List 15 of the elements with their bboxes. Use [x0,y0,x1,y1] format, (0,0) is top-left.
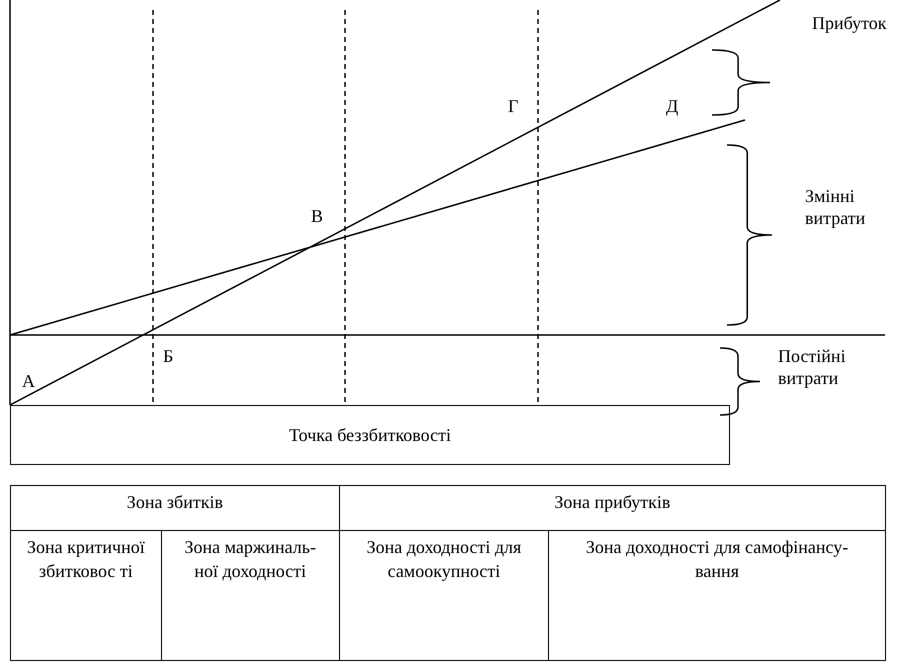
table-cell: Зона збитків [10,486,340,530]
point-label: В [311,205,324,227]
table-cell: Зона критичної збитковос ті [10,530,162,660]
point-label: Б [163,345,174,367]
axis-label: Прибуток [812,12,888,34]
table-cell: Зона доходності для самоокупності [339,530,549,660]
table-cell: Зона прибутків [339,486,886,530]
axis-label: Змінні витрати [805,185,866,229]
point-label: А [22,370,35,392]
point-label: Д [666,95,678,117]
table-cell: Зона доходності для самофінансу- вання [548,530,886,660]
table-cell: Зона маржиналь- ної доходності [161,530,340,660]
breakeven-box: Точка беззбитковості [10,405,730,465]
axis-label: Постійні витрати [778,345,847,389]
point-label: Г [508,95,518,117]
